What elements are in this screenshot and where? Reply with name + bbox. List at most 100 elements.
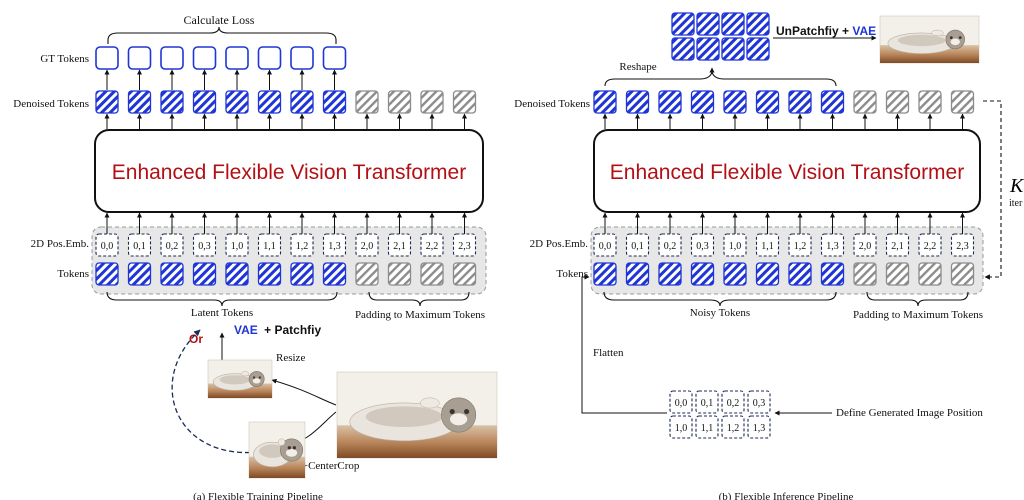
input-token (127, 262, 152, 286)
define-position-label: Define Generated Image Position (836, 407, 983, 419)
denoised-token (853, 90, 877, 114)
latent-tokens-label: Latent Tokens (191, 307, 253, 319)
denoised-token (290, 90, 314, 114)
gt-token (160, 46, 184, 70)
input-token (885, 262, 910, 286)
padding-bracket (368, 291, 470, 307)
pos-emb-cell-label: 1,3 (328, 241, 341, 252)
token-panel-right (590, 226, 984, 295)
position-grid-cell (669, 390, 693, 414)
denoised-token (950, 90, 975, 114)
reshaped-token (721, 12, 745, 36)
noisy-bracket (603, 291, 837, 307)
input-token (387, 262, 412, 286)
pos-emb-cell-label: 0,0 (599, 241, 612, 252)
reshape-brace (604, 70, 837, 87)
pos-emb-cell-label: 0,1 (133, 241, 146, 252)
input-token (290, 262, 314, 286)
iter-label: iter (1009, 198, 1023, 209)
pos-emb-cell-label: 0,3 (696, 241, 709, 252)
or-label: Or (189, 332, 203, 346)
position-grid-cell (747, 390, 771, 414)
patchify-word: + Patchfiy (264, 323, 321, 337)
denoised-token (355, 90, 379, 114)
resize-label: Resize (276, 352, 305, 364)
position-grid-cell (669, 415, 693, 439)
pos-emb-cell-label: 2,2 (426, 241, 439, 252)
pos-emb-cell-label: 2,3 (458, 241, 471, 252)
position-grid-cell (695, 390, 719, 414)
reshaped-token (746, 37, 770, 61)
pos-emb-cell-label: 2,3 (956, 241, 969, 252)
pos-emb-cell-label: 2,2 (924, 241, 937, 252)
input-token (723, 262, 747, 286)
position-grid-cell (721, 390, 745, 414)
position-grid-cell-label: 0,2 (727, 398, 740, 409)
vae-patchify-label: VAE + Patchfiy (234, 323, 321, 337)
position-grid-cell (695, 415, 719, 439)
denoised-tokens-label: Denoised Tokens (13, 98, 89, 110)
inference-pipeline: Enhanced Flexible Vision Transformer Den… (514, 12, 1024, 500)
gt-token (257, 46, 282, 70)
pos-emb-cell-label: 1,3 (826, 241, 839, 252)
input-token (918, 262, 942, 286)
input-token (355, 262, 379, 286)
position-grid-cell-label: 0,0 (675, 398, 688, 409)
caption-b: (b) Flexible Inference Pipeline (719, 491, 854, 500)
pos-emb-cell-label: 2,1 (393, 241, 406, 252)
position-grid-cell (747, 415, 771, 439)
latent-bracket (106, 291, 338, 307)
token-panel (91, 226, 487, 295)
denoised-token (225, 90, 249, 114)
position-grid-cell-label: 1,0 (675, 423, 688, 434)
pos-emb-cell-label: 1,1 (761, 241, 774, 252)
input-token (625, 262, 650, 286)
flatten-arrow (581, 274, 667, 414)
denoised-token (160, 90, 184, 114)
unpatchify-word: UnPatchfiy + (776, 24, 852, 38)
reshaped-token (721, 37, 745, 61)
input-token (225, 262, 249, 286)
pos-emb-label-right: 2D Pos.Emb. (530, 238, 589, 250)
pos-emb-cell-label: 2,1 (891, 241, 904, 252)
gt-token (290, 46, 314, 70)
denoised-token (257, 90, 282, 114)
position-grid-cell-label: 1,3 (753, 423, 766, 434)
gt-token (127, 46, 152, 70)
padding-label-right: Padding to Maximum Tokens (853, 309, 983, 321)
transformer-box-right (593, 129, 981, 213)
vae-word: VAE (234, 323, 258, 337)
input-token (322, 262, 347, 286)
denoised-token (192, 90, 217, 114)
denoised-token (452, 90, 477, 114)
training-pipeline: Enhanced Flexible Vision Transformer Cal… (13, 13, 498, 500)
denoised-token (593, 90, 617, 114)
pos-emb-cell-label: 0,2 (166, 241, 179, 252)
input-token (755, 262, 780, 286)
gt-token (225, 46, 249, 70)
pos-emb-cell-label: 0,2 (664, 241, 677, 252)
denoised-token (690, 90, 715, 114)
position-grid-cell (721, 415, 745, 439)
pos-emb-cell-label: 1,0 (231, 241, 244, 252)
pos-emb-cell-label: 1,1 (263, 241, 276, 252)
pos-emb-cell-label: 1,2 (794, 241, 807, 252)
tokens-label: Tokens (57, 268, 89, 280)
reshaped-token (696, 37, 720, 61)
pos-emb-cell-label: 0,3 (198, 241, 211, 252)
input-token (950, 262, 975, 286)
position-grid-cell-label: 0,1 (701, 398, 714, 409)
denoised-token (95, 90, 119, 114)
denoised-token (420, 90, 444, 114)
denoised-token (755, 90, 780, 114)
transformer-box (94, 129, 484, 213)
denoised-token (387, 90, 412, 114)
input-token (95, 262, 119, 286)
gt-tokens-label: GT Tokens (40, 53, 89, 65)
calculate-loss-label: Calculate Loss (184, 13, 255, 27)
pos-emb-cell-label: 1,0 (729, 241, 742, 252)
input-token (820, 262, 845, 286)
denoised-token (885, 90, 910, 114)
reshaped-token (696, 12, 720, 36)
source-cat-image (336, 371, 498, 459)
